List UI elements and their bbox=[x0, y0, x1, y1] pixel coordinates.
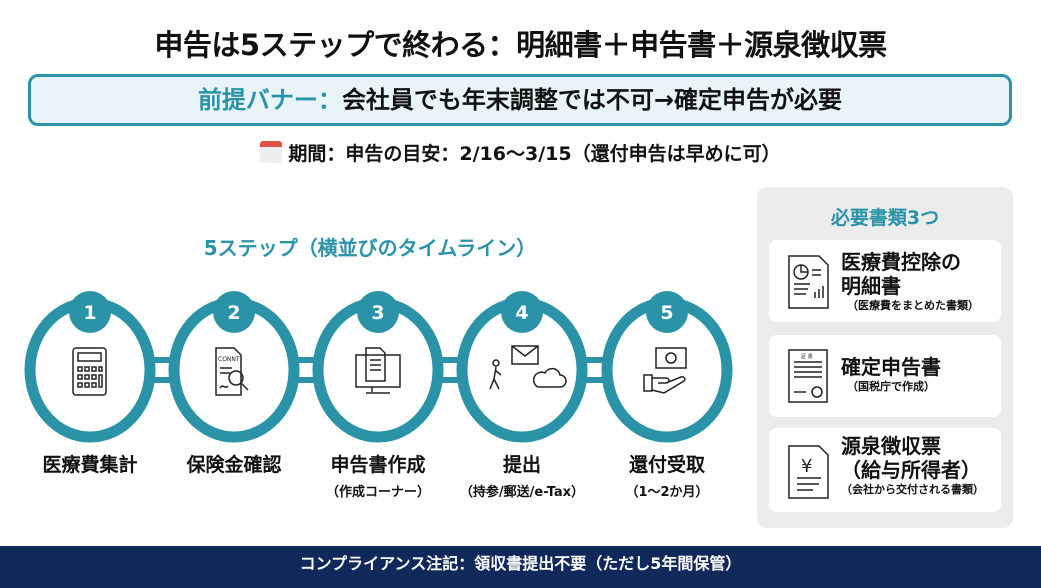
banner-text: 会社員でも年末調整では不可→確定申告が必要 bbox=[341, 86, 843, 114]
page-title: 申告は5ステップで終わる：明細書＋申告書＋源泉徴収票 bbox=[154, 28, 887, 62]
doc-title: 医療費控除の bbox=[841, 250, 961, 274]
step-label-2: 保険金確認 bbox=[186, 454, 282, 476]
certificate-icon: 証 書 bbox=[788, 349, 828, 403]
docs-heading: 必要書類3つ bbox=[830, 207, 940, 229]
step-number: 4 bbox=[515, 302, 528, 324]
premise-banner: 前提バナー：会社員でも年末調整では不可→確定申告が必要 bbox=[28, 74, 1012, 126]
certificate-label: 証 書 bbox=[801, 353, 813, 360]
period-line: 期間：申告の目安：2/16〜3/15（還付申告は早めに可） bbox=[0, 140, 1041, 168]
period-text: 期間：申告の目安：2/16〜3/15（還付申告は早めに可） bbox=[288, 143, 781, 165]
doc-label: CONNT bbox=[218, 356, 240, 363]
doc-subtitle: （国税庁で作成） bbox=[847, 380, 935, 393]
submission-icon bbox=[489, 345, 567, 390]
doc-title: （給与所得者） bbox=[841, 458, 981, 482]
step-number: 5 bbox=[660, 302, 673, 324]
step-label-4: 提出（持参/郵送/e-Tax） bbox=[459, 454, 585, 500]
refund-hand-icon bbox=[643, 347, 687, 394]
compliance-footer: コンプライアンス注記：領収書提出不要（ただし5年間保管） bbox=[0, 546, 1041, 588]
step-label-1: 医療費集計 bbox=[42, 454, 138, 476]
svg-text:¥: ¥ bbox=[801, 456, 812, 477]
doc-card-medical: 医療費控除の明細書（医療費をまとめた書類） bbox=[769, 240, 1001, 322]
calendar-icon bbox=[260, 141, 283, 163]
yen-document-icon: ¥ bbox=[788, 445, 829, 499]
banner-label: 前提バナー： bbox=[197, 86, 342, 114]
computer-document-icon bbox=[355, 347, 401, 394]
doc-card-withholding: ¥ 源泉徴収票（給与所得者）（会社から交付される書類） bbox=[769, 428, 1001, 512]
doc-title: 源泉徴収票 bbox=[841, 434, 941, 458]
doc-subtitle: （医療費をまとめた書類） bbox=[847, 299, 979, 312]
step-number: 1 bbox=[83, 302, 96, 324]
required-docs-panel: 必要書類3つ 医療費控除の明細書（医療費をまとめた書類） 証 書 確定申告書（国… bbox=[757, 187, 1013, 528]
document-search-icon bbox=[215, 347, 249, 396]
doc-card-return: 証 書 確定申告書（国税庁で作成） bbox=[769, 335, 1001, 417]
step-label-5: 還付受取（1〜2か月） bbox=[625, 454, 709, 500]
calculator-icon bbox=[72, 347, 107, 396]
report-document-icon bbox=[788, 255, 829, 309]
doc-title: 明細書 bbox=[841, 274, 901, 298]
steps-heading: 5ステップ（横並びのタイムライン） bbox=[203, 236, 537, 260]
doc-subtitle: （会社から交付される書類） bbox=[841, 483, 984, 496]
step-label-3: 申告書作成（作成コーナー） bbox=[325, 454, 430, 500]
doc-title: 確定申告書 bbox=[841, 355, 941, 379]
timeline: 1 2 3 4 5 CONNT bbox=[24, 291, 733, 443]
step-number: 2 bbox=[227, 302, 240, 324]
step-number: 3 bbox=[371, 302, 384, 324]
